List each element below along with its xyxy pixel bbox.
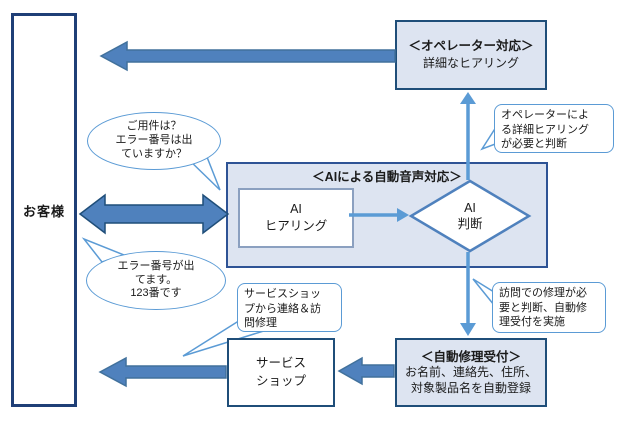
customer-box: お客様: [11, 13, 77, 407]
ai-hearing-box: AI ヒアリング: [238, 188, 354, 248]
auto-repair-line: 対象製品名を自動登録: [410, 380, 531, 395]
callout-service-shop: サービスショッ プから連絡＆訪 問修理: [237, 283, 342, 332]
ai-hearing-line: AI: [290, 202, 302, 217]
ai-judge-label: AI 判断: [457, 200, 483, 231]
service-shop-box: サービス ショップ: [227, 338, 335, 407]
speech-bubble-question: ご用件は？ エラー番号は出 ていますか？: [87, 112, 221, 170]
callout-visit-repair: 訪問での修理が必 要と判断、自動修 理受付を実施: [492, 282, 606, 333]
operator-box: ＜オペレーター対応＞ 詳細なヒアリング: [395, 20, 547, 90]
diamond-shape: [408, 179, 532, 253]
arrow-customer-ai-bidirectional: [78, 193, 230, 235]
service-shop-line: サービス: [255, 356, 306, 370]
auto-repair-box: ＜自動修理受付＞ お名前、連絡先、住所、 対象製品名を自動登録: [395, 338, 547, 407]
arrow-operator-to-customer: [99, 40, 396, 72]
speech-bubble-answer: エラー番号が出 てます。 123番です: [86, 251, 226, 310]
operator-title: ＜オペレーター対応＞: [408, 39, 534, 54]
auto-repair-line: お名前、連絡先、住所、: [404, 365, 537, 380]
ai-section-title: ＜AIによる自動音声対応＞: [312, 170, 462, 184]
auto-repair-title: ＜自動修理受付＞: [420, 349, 521, 364]
arrow-repair-to-shop: [337, 356, 395, 386]
arrow-shop-to-customer: [98, 356, 227, 388]
callout-visit-tail: [472, 278, 495, 308]
ai-judge-diamond: AI 判断: [408, 179, 532, 253]
operator-subtitle: 詳細なヒアリング: [422, 56, 519, 71]
service-shop-line: ショップ: [255, 373, 306, 388]
ai-hearing-line: ヒアリング: [264, 219, 328, 233]
customer-label: お客様: [22, 203, 65, 219]
callout-operator-decision: オペレーターによ る詳細ヒアリング が必要と判断: [494, 104, 614, 153]
